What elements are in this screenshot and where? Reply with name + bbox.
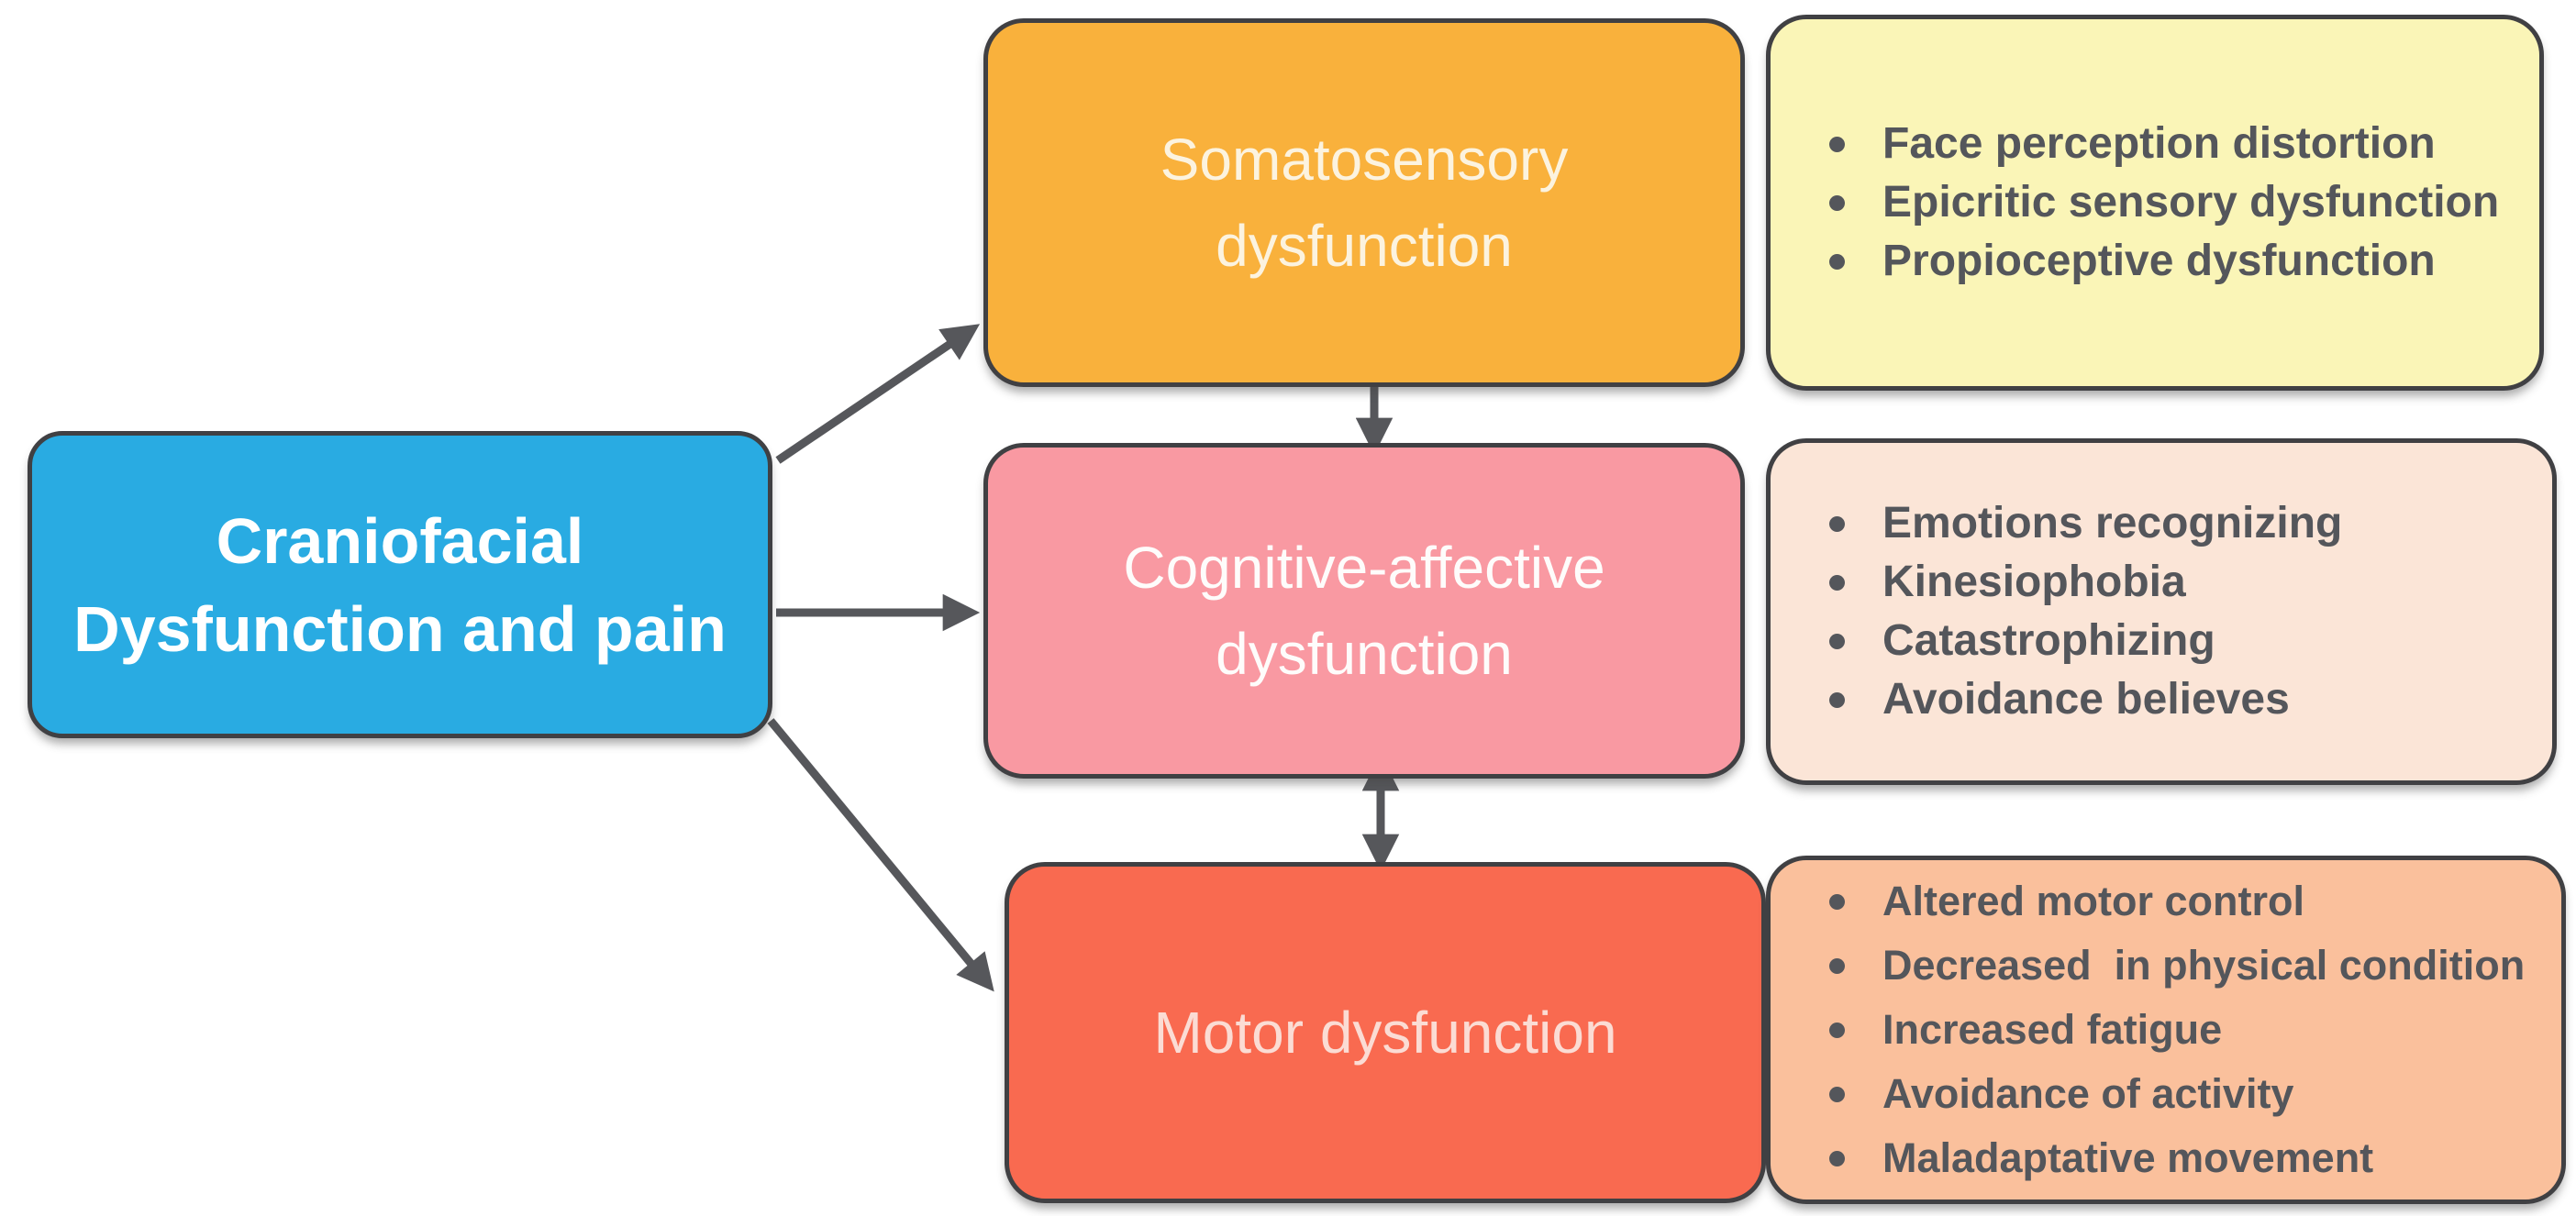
cognitive-affective-list: Emotions recognizing Kinesiophobia Catas…	[1766, 438, 2557, 785]
list-item: Emotions recognizing	[1826, 494, 2342, 553]
list-item: Face perception distortion	[1826, 115, 2499, 173]
motor-title-line1: Motor dysfunction	[1153, 1000, 1617, 1066]
list-item: Decreased in physical condition	[1826, 934, 2525, 998]
root-title-line2: Dysfunction and pain	[73, 592, 727, 665]
list-item: Epicritic sensory dysfunction	[1826, 173, 2499, 232]
motor-list: Altered motor control Decreased in physi…	[1766, 856, 2566, 1204]
cognitive-affective-node: Cognitive-affective dysfunction	[983, 443, 1745, 779]
somatosensory-node: Somatosensory dysfunction	[983, 18, 1745, 387]
arrow-root-to-motor	[767, 718, 994, 992]
somatosensory-title-line1: Somatosensory	[1160, 127, 1569, 193]
somatosensory-title-line2: dysfunction	[1216, 213, 1513, 279]
cognitive-title-line1: Cognitive-affective	[1123, 535, 1605, 601]
list-item: Avoidance of activity	[1826, 1062, 2525, 1126]
somatosensory-list: Face perception distortion Epicritic sen…	[1766, 15, 2544, 391]
list-item: Propioceptive dysfunction	[1826, 232, 2499, 291]
cognitive-title-line2: dysfunction	[1216, 621, 1513, 687]
list-item: Catastrophizing	[1826, 612, 2342, 670]
list-item: Kinesiophobia	[1826, 553, 2342, 612]
cognitive-bullet-list: Emotions recognizing Kinesiophobia Catas…	[1826, 494, 2342, 729]
arrow-root-to-somatosensory	[775, 324, 981, 464]
list-item: Increased fatigue	[1826, 998, 2525, 1062]
motor-bullet-list: Altered motor control Decreased in physi…	[1826, 869, 2525, 1190]
motor-node: Motor dysfunction	[1005, 862, 1766, 1203]
list-item: Altered motor control	[1826, 869, 2525, 934]
root-node-craniofacial: Craniofacial Dysfunction and pain	[28, 431, 772, 738]
root-title-line1: Craniofacial	[216, 504, 584, 577]
list-item: Avoidance believes	[1826, 670, 2342, 729]
somatosensory-bullet-list: Face perception distortion Epicritic sen…	[1826, 115, 2499, 291]
list-item: Maladaptative movement	[1826, 1126, 2525, 1190]
